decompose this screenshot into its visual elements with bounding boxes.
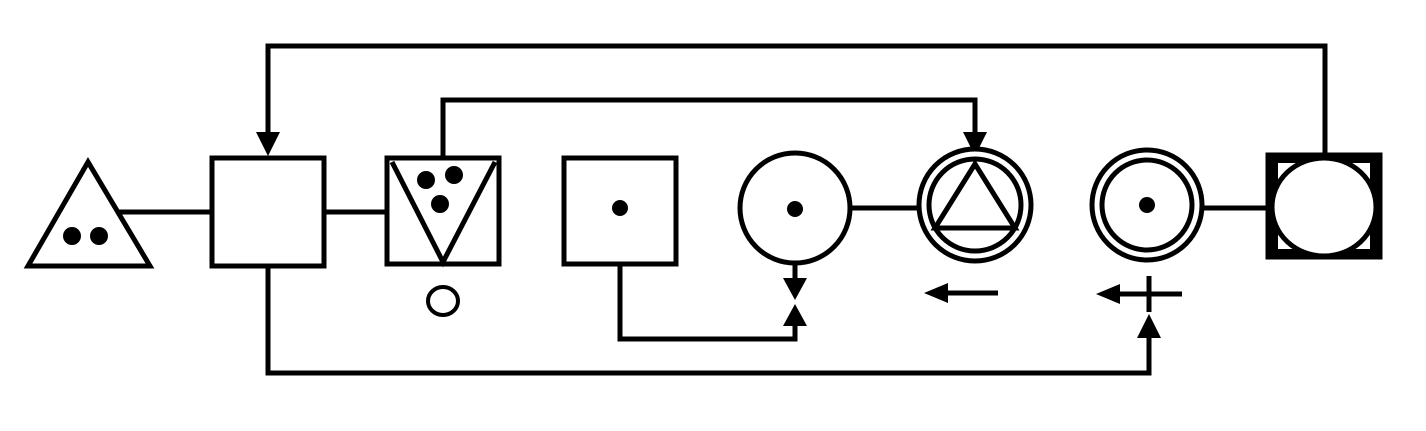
empty-square-symbol xyxy=(209,155,327,269)
triangle-two-dots-symbol xyxy=(23,157,155,269)
bottom-loop xyxy=(265,266,1152,376)
circle-one-dot-symbol xyxy=(737,150,853,266)
left-arrow-crossed-icon xyxy=(1096,276,1182,312)
square-inverted-triangle-symbol xyxy=(384,155,502,268)
arrowhead-inner-loop xyxy=(963,132,987,156)
double-circle-dot-symbol xyxy=(1089,147,1205,263)
connector-lines xyxy=(118,43,1328,376)
double-circle-triangle-symbol xyxy=(916,146,1034,264)
square-inscribed-circle-symbol xyxy=(1265,152,1383,260)
square-one-dot-symbol xyxy=(561,155,679,267)
arrowhead-top-loop xyxy=(256,132,280,156)
small-open-circle-symbol xyxy=(426,285,460,317)
arrowhead-circle-down xyxy=(783,278,807,300)
feedback-loop-inner xyxy=(440,97,978,158)
arrowhead-circle-up xyxy=(783,304,807,326)
arrowheads xyxy=(256,132,1161,338)
square-dot-loop xyxy=(617,264,798,342)
arrowhead-bottom-up xyxy=(1137,314,1161,338)
left-arrow-icon xyxy=(924,283,998,303)
feedback-loop-top xyxy=(265,43,1328,155)
